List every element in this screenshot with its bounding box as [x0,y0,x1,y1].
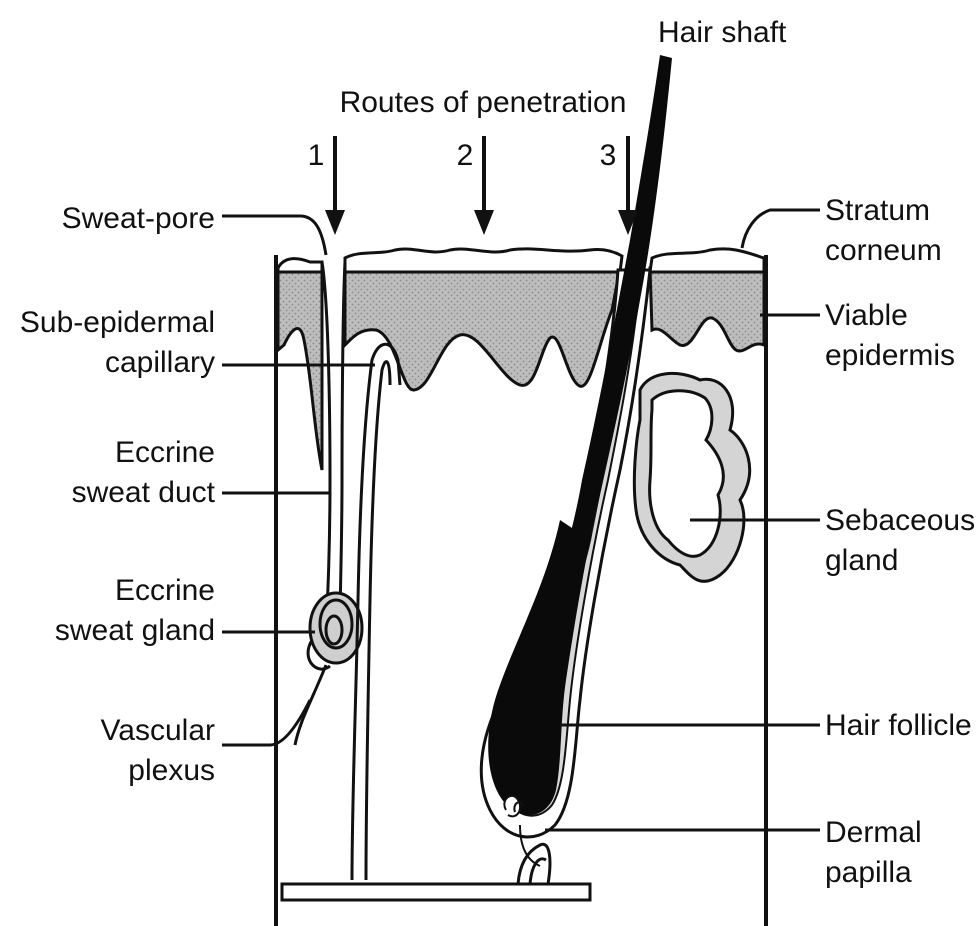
label-eccrine-duct-2: sweat duct [72,476,216,509]
label-eccrine-gland-1: Eccrine [115,574,215,607]
label-sebaceous: Sebaceous [825,504,975,537]
label-hair-shaft: Hair shaft [658,16,787,49]
label-papilla: papilla [825,856,912,889]
label-hair-follicle: Hair follicle [825,709,972,742]
label-dermal: Dermal [825,816,922,849]
label-corneum: corneum [825,234,942,267]
label-eccrine-duct-1: Eccrine [115,436,215,469]
route-arrow-1 [325,136,345,235]
viable-epidermis-left [278,268,322,470]
stratum-corneum [278,249,764,272]
label-vascular-2: plexus [128,754,215,787]
viable-epidermis-center [345,268,620,390]
sebaceous-gland-inner [650,391,724,557]
label-sub-epidermal: Sub-epidermal [20,306,215,339]
route-arrow-2 [474,136,494,235]
diagram-title: Routes of penetration [340,86,627,119]
eccrine-sweat-duct [322,262,345,620]
viable-epidermis-right [650,268,764,351]
label-sweat-pore: Sweat-pore [62,202,215,235]
route-1-label: 1 [308,139,325,172]
label-vascular-1: Vascular [101,714,216,747]
label-capillary: capillary [105,346,215,379]
label-stratum: Stratum [825,194,930,227]
label-epidermis: epidermis [825,339,955,372]
eccrine-sweat-gland [308,593,362,669]
label-eccrine-gland-2: sweat gland [55,614,215,647]
vascular-plexus [282,844,590,900]
route-2-label: 2 [457,139,474,172]
route-3-label: 3 [600,139,617,172]
label-gland: gland [825,544,898,577]
label-viable: Viable [825,299,908,332]
